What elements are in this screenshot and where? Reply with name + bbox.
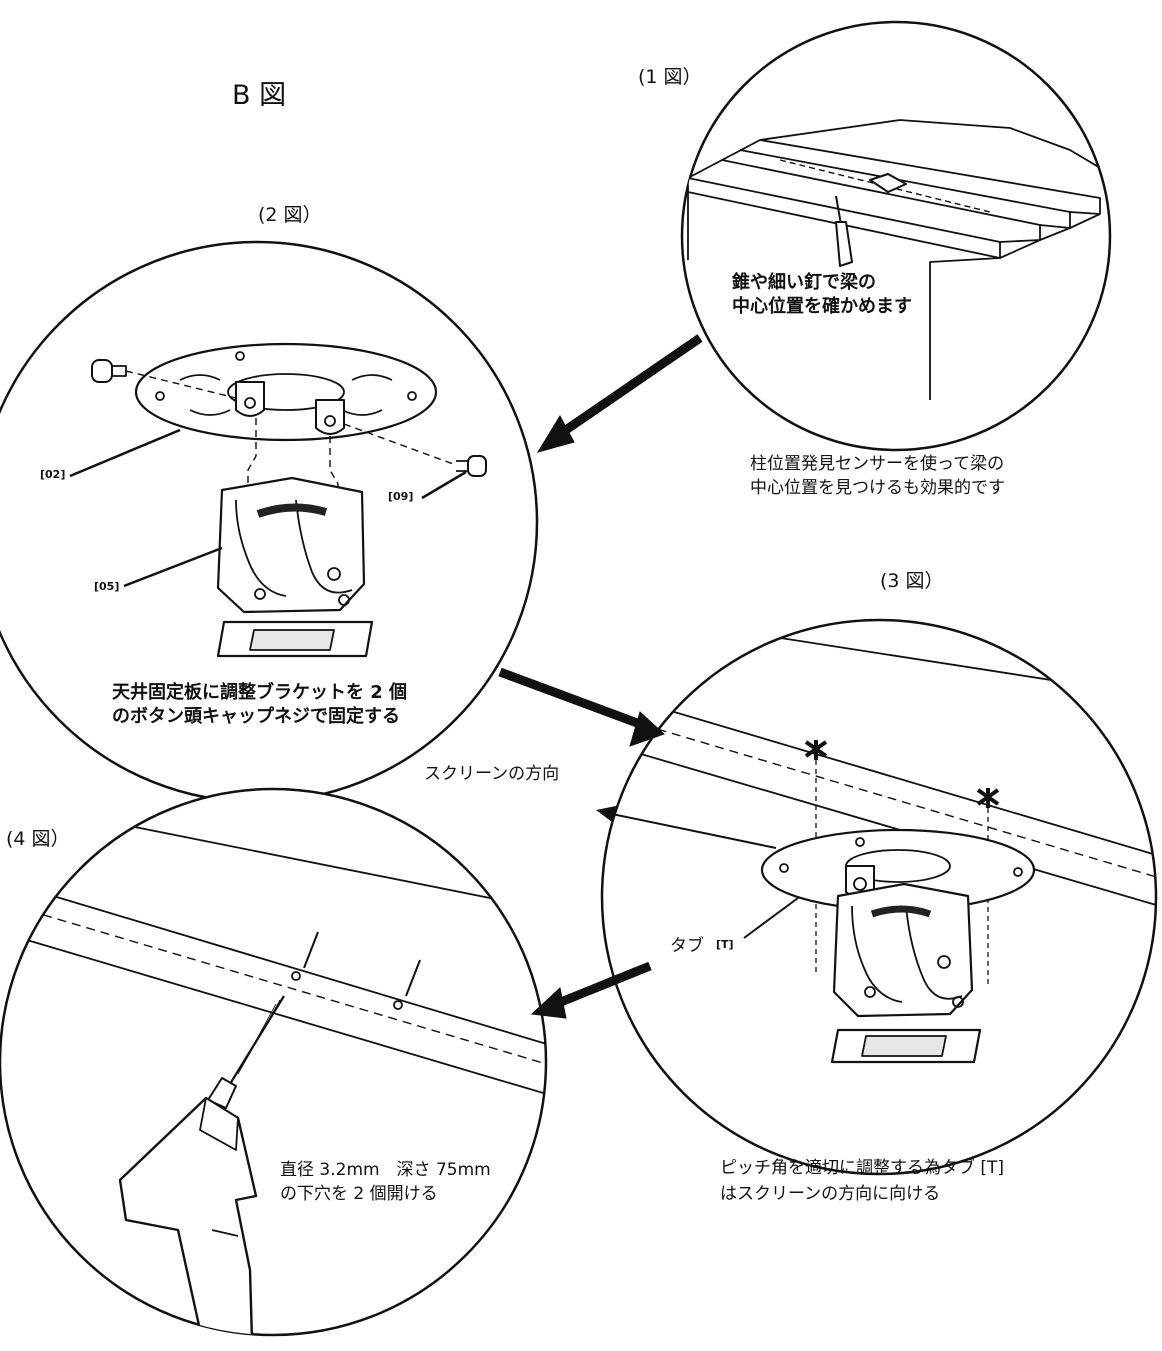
flow-arrows	[498, 334, 703, 1019]
figure-3-label: (3 図）	[880, 570, 944, 592]
part-label-plate: [02]	[40, 468, 66, 481]
figure-2-label: (2 図）	[258, 204, 322, 226]
figure-3-caption-line1: ピッチ角を適切に調整する為タブ [T]	[720, 1158, 1005, 1178]
figure-3-caption-line2: はスクリーンの方向に向ける	[720, 1184, 941, 1204]
figure-4-caption-line2: の下穴を 2 個開ける	[280, 1184, 438, 1204]
tab-code-label: [T]	[716, 938, 734, 951]
figure-1-circle	[680, 20, 1112, 452]
figure-1-note-line2: 中心位置を見つけるも効果的です	[750, 478, 1005, 498]
screen-direction-label: スクリーンの方向	[424, 764, 560, 784]
figure-3-circle	[596, 618, 1158, 1176]
figure-1-caption-line2: 中心位置を確かめます	[732, 296, 912, 318]
figure-4-label: (4 図）	[6, 828, 70, 850]
tab-label: タブ	[670, 936, 704, 956]
figure-2-caption-line1: 天井固定板に調整ブラケットを 2 個	[112, 682, 408, 703]
figure-4-circle	[0, 787, 548, 1337]
figure-1-caption-line1: 錐や細い釘で梁の	[732, 272, 876, 294]
figure-2-caption-line2: のボタン頭キャップネジで固定する	[112, 706, 400, 727]
figure-4-caption-line1: 直径 3.2mm 深さ 75mm	[280, 1160, 491, 1180]
part-label-bracket: [05]	[94, 580, 120, 593]
figure-1-label: (1 図）	[638, 66, 702, 88]
page-title: B 図	[232, 80, 287, 111]
figure-1-note-line1: 柱位置発見センサーを使って梁の	[750, 454, 1005, 474]
figure-2-circle	[0, 240, 539, 804]
part-label-screw: [09]	[388, 490, 414, 503]
